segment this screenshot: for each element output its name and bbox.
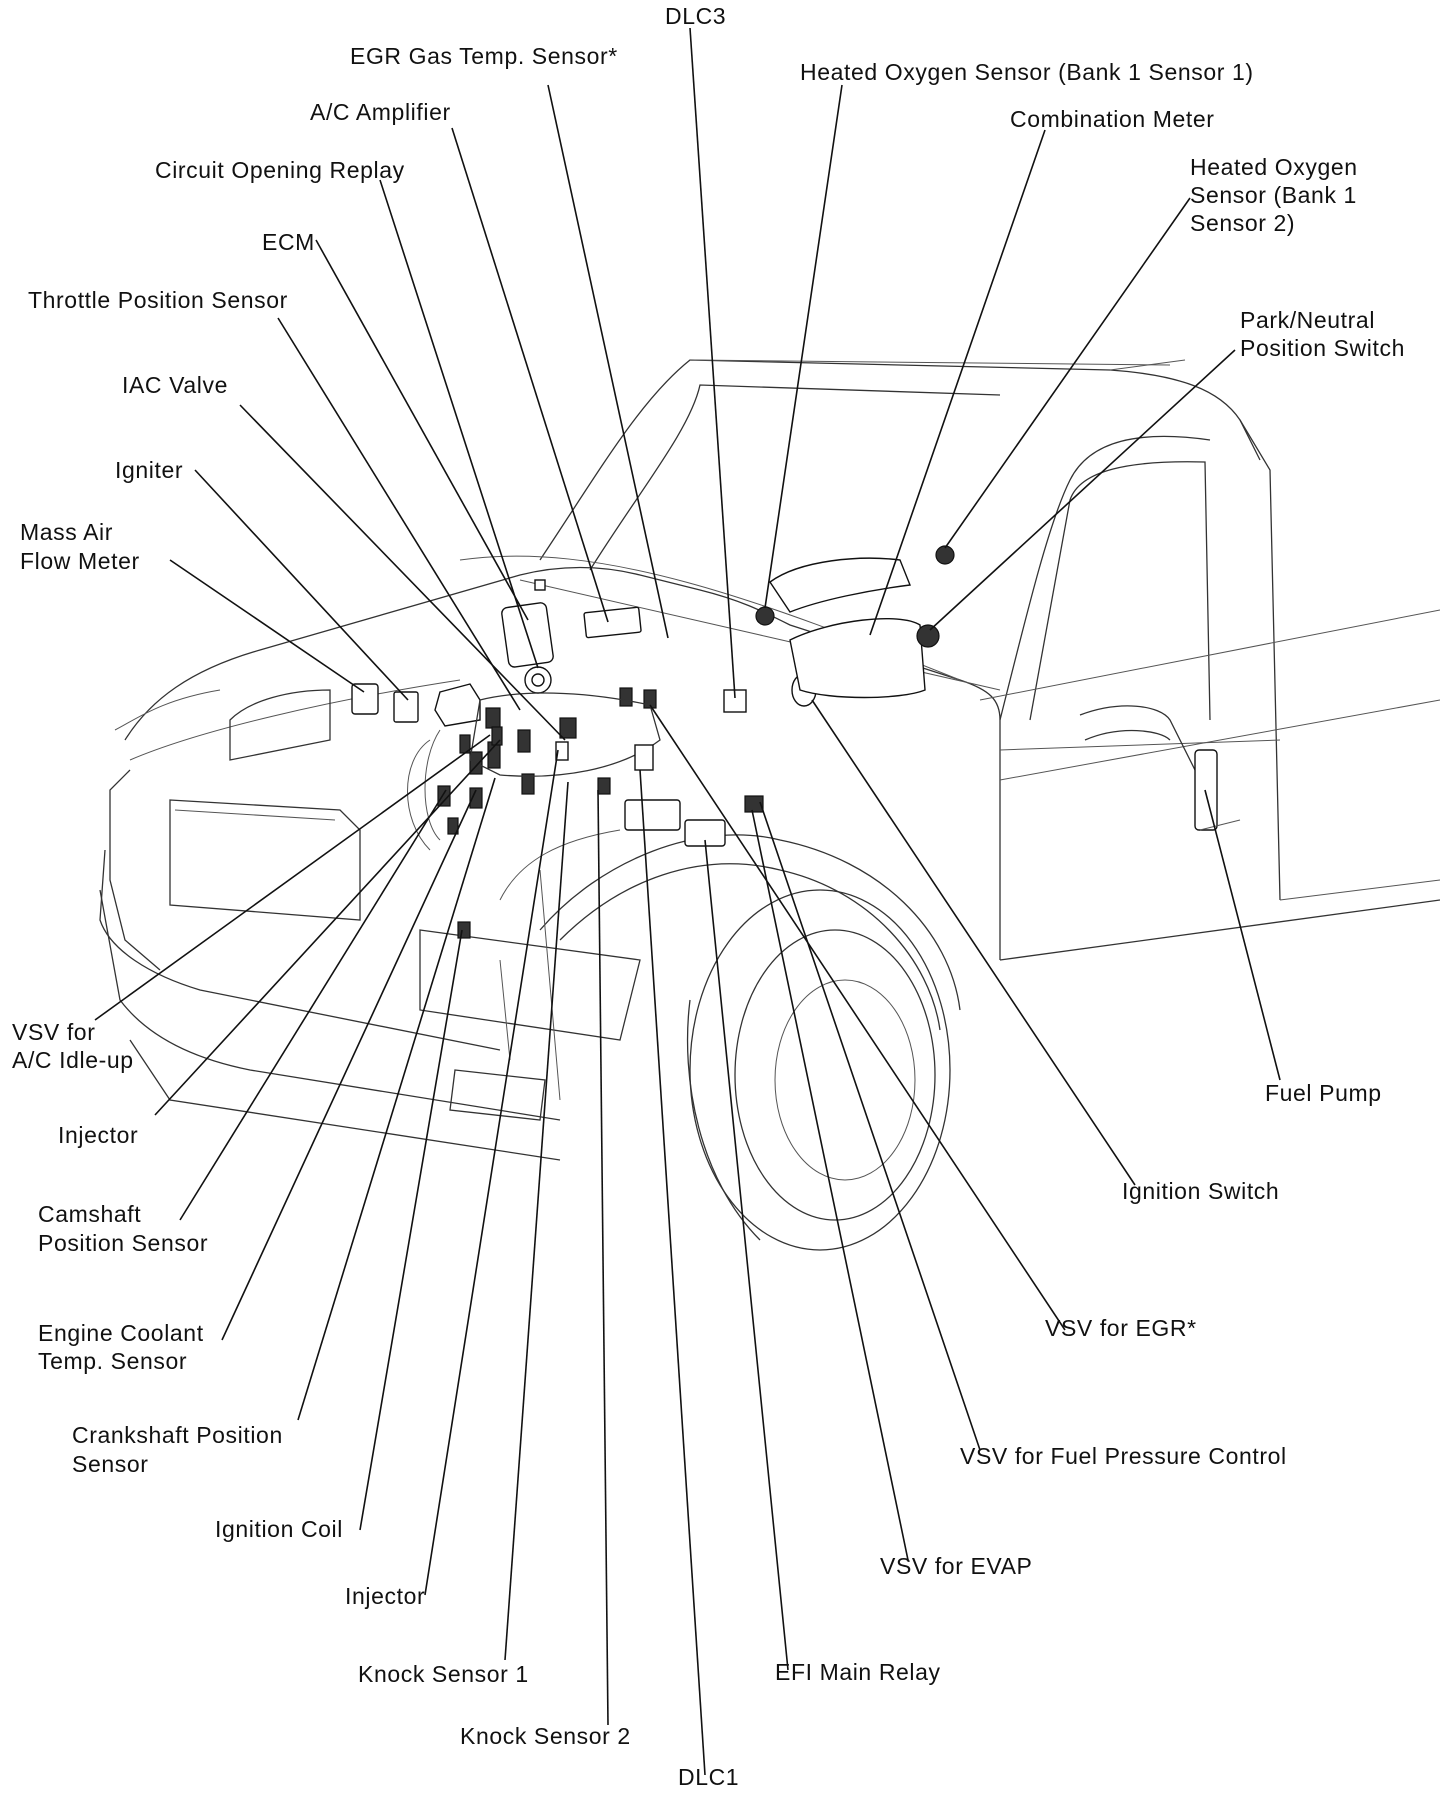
truck-outline (99, 359, 1440, 1251)
label-vsv-evap: VSV for EVAP (880, 1553, 1033, 1579)
sensor-shape (619, 687, 633, 707)
label-injector-bottom: Injector (345, 1583, 425, 1609)
sensor-shape (555, 741, 569, 761)
label-camshaft-line1: Camshaft (38, 1201, 141, 1227)
label-crankshaft-line1: Crankshaft Position (72, 1422, 283, 1448)
sensor-shape (643, 689, 657, 709)
label-vsv-ac-idle-up-line2: A/C Idle-up (12, 1047, 134, 1073)
label-coolant-line1: Engine Coolant (38, 1320, 204, 1346)
label-iac-valve: IAC Valve (122, 372, 228, 398)
label-fuel-pump: Fuel Pump (1265, 1080, 1382, 1106)
o2-sensor-2-shape (935, 545, 955, 565)
park-neutral-switch-shape (916, 624, 940, 648)
sensor-shape (447, 817, 459, 835)
label-egr-gas-temp-sensor: EGR Gas Temp. Sensor* (350, 43, 618, 69)
label-ecm: ECM (262, 229, 315, 255)
exhaust-pipe-shape (769, 557, 911, 613)
ac-amplifier-unit (583, 606, 642, 639)
sensor-shape (517, 729, 531, 753)
sensor-shape (597, 777, 611, 795)
label-park-neutral-line2: Position Switch (1240, 335, 1405, 361)
label-injector-left: Injector (58, 1122, 138, 1148)
label-mass-air-flow-meter-line2: Flow Meter (20, 548, 140, 574)
label-crankshaft-line2: Sensor (72, 1451, 148, 1477)
sensor-shape (485, 707, 501, 729)
o2-sensor-1-shape (755, 606, 775, 626)
leader-lines (94, 27, 1281, 1776)
air-cleaner-unit (434, 683, 481, 727)
dlc1-box (634, 744, 654, 771)
label-vsv-egr: VSV for EGR* (1045, 1315, 1197, 1341)
label-mass-air-flow-meter-line1: Mass Air (20, 519, 113, 545)
vsv-shape (744, 795, 764, 813)
label-park-neutral-line1: Park/Neutral (1240, 307, 1375, 333)
battery-box (624, 799, 681, 831)
label-ignition-coil: Ignition Coil (215, 1516, 343, 1542)
sensor-shape (457, 921, 471, 939)
engine-components (351, 545, 1241, 939)
label-vsv-fuel-pressure-control: VSV for Fuel Pressure Control (960, 1443, 1287, 1469)
component-labels: DLC3 EGR Gas Temp. Sensor* A/C Amplifier… (12, 3, 1405, 1790)
sensor-shape (559, 717, 577, 739)
cowl-part-shape (534, 579, 546, 591)
sensor-shape (437, 785, 451, 807)
sensor-shape (521, 773, 535, 795)
label-dlc3: DLC3 (665, 3, 726, 29)
label-circuit-opening-replay: Circuit Opening Replay (155, 157, 405, 183)
label-heated-oxygen-sensor-b1s2-line1: Heated Oxygen (1190, 154, 1358, 180)
igniter-unit (393, 691, 419, 723)
label-knock-sensor-2: Knock Sensor 2 (460, 1723, 631, 1749)
label-ignition-switch: Ignition Switch (1122, 1178, 1279, 1204)
label-ac-amplifier: A/C Amplifier (310, 99, 451, 125)
label-heated-oxygen-sensor-b1s1: Heated Oxygen Sensor (Bank 1 Sensor 1) (800, 59, 1254, 85)
combination-meter-shape (789, 617, 926, 699)
label-coolant-line2: Temp. Sensor (38, 1348, 187, 1374)
fuel-pump-shape (1194, 749, 1218, 831)
label-vsv-ac-idle-up-line1: VSV for (12, 1019, 95, 1045)
label-igniter: Igniter (115, 457, 183, 483)
label-heated-oxygen-sensor-b1s2-line2: Sensor (Bank 1 (1190, 182, 1357, 208)
maf-unit (351, 683, 379, 715)
label-throttle-position-sensor: Throttle Position Sensor (28, 287, 288, 313)
label-efi-main-relay: EFI Main Relay (775, 1659, 941, 1685)
sensor-shape (469, 787, 483, 809)
label-knock-sensor-1: Knock Sensor 1 (358, 1661, 529, 1687)
label-camshaft-line2: Position Sensor (38, 1230, 208, 1256)
label-dlc1: DLC1 (678, 1764, 739, 1790)
label-heated-oxygen-sensor-b1s2-line3: Sensor 2) (1190, 210, 1295, 236)
label-combination-meter: Combination Meter (1010, 106, 1215, 132)
sensor-shape (491, 726, 503, 746)
